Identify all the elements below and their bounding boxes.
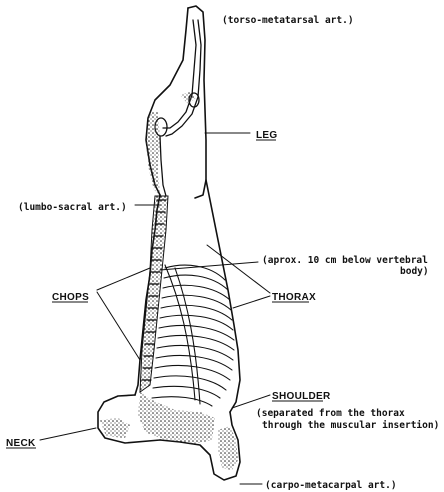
chops-label: CHOPS bbox=[52, 292, 89, 303]
separated-label-line2: through the muscular insertion) bbox=[262, 420, 439, 431]
lumbo-sacral-label: (lumbo-sacral art.) bbox=[18, 202, 127, 213]
labels: (torso-metatarsal art.) LEG (lumbo-sacra… bbox=[6, 15, 439, 491]
chops-leader-1 bbox=[97, 268, 150, 290]
thorax-leader-2 bbox=[233, 296, 270, 308]
leg-fat-stippling bbox=[146, 92, 196, 195]
leg-bone bbox=[155, 20, 201, 196]
ribcage bbox=[152, 265, 234, 406]
neck-leader bbox=[40, 428, 96, 440]
neck-label: NECK bbox=[6, 438, 36, 449]
approx-label-line1: (aprox. 10 cm below vertebral bbox=[262, 255, 428, 266]
approx-label-line2: body) bbox=[400, 266, 429, 277]
separated-label-line1: (separated from the thorax bbox=[256, 408, 405, 419]
chops-leader-2 bbox=[97, 292, 140, 360]
vertebral-column bbox=[140, 196, 168, 392]
thorax-label: THORAX bbox=[272, 292, 316, 303]
shoulder-stippling bbox=[100, 392, 238, 470]
thorax-leader-1 bbox=[207, 245, 270, 293]
torso-metatarsal-label: (torso-metatarsal art.) bbox=[222, 15, 354, 26]
leg-label: LEG bbox=[256, 130, 277, 141]
carpo-metacarpal-label: (carpo-metacarpal art.) bbox=[265, 480, 397, 491]
shoulder-label: SHOULDER bbox=[272, 391, 331, 402]
